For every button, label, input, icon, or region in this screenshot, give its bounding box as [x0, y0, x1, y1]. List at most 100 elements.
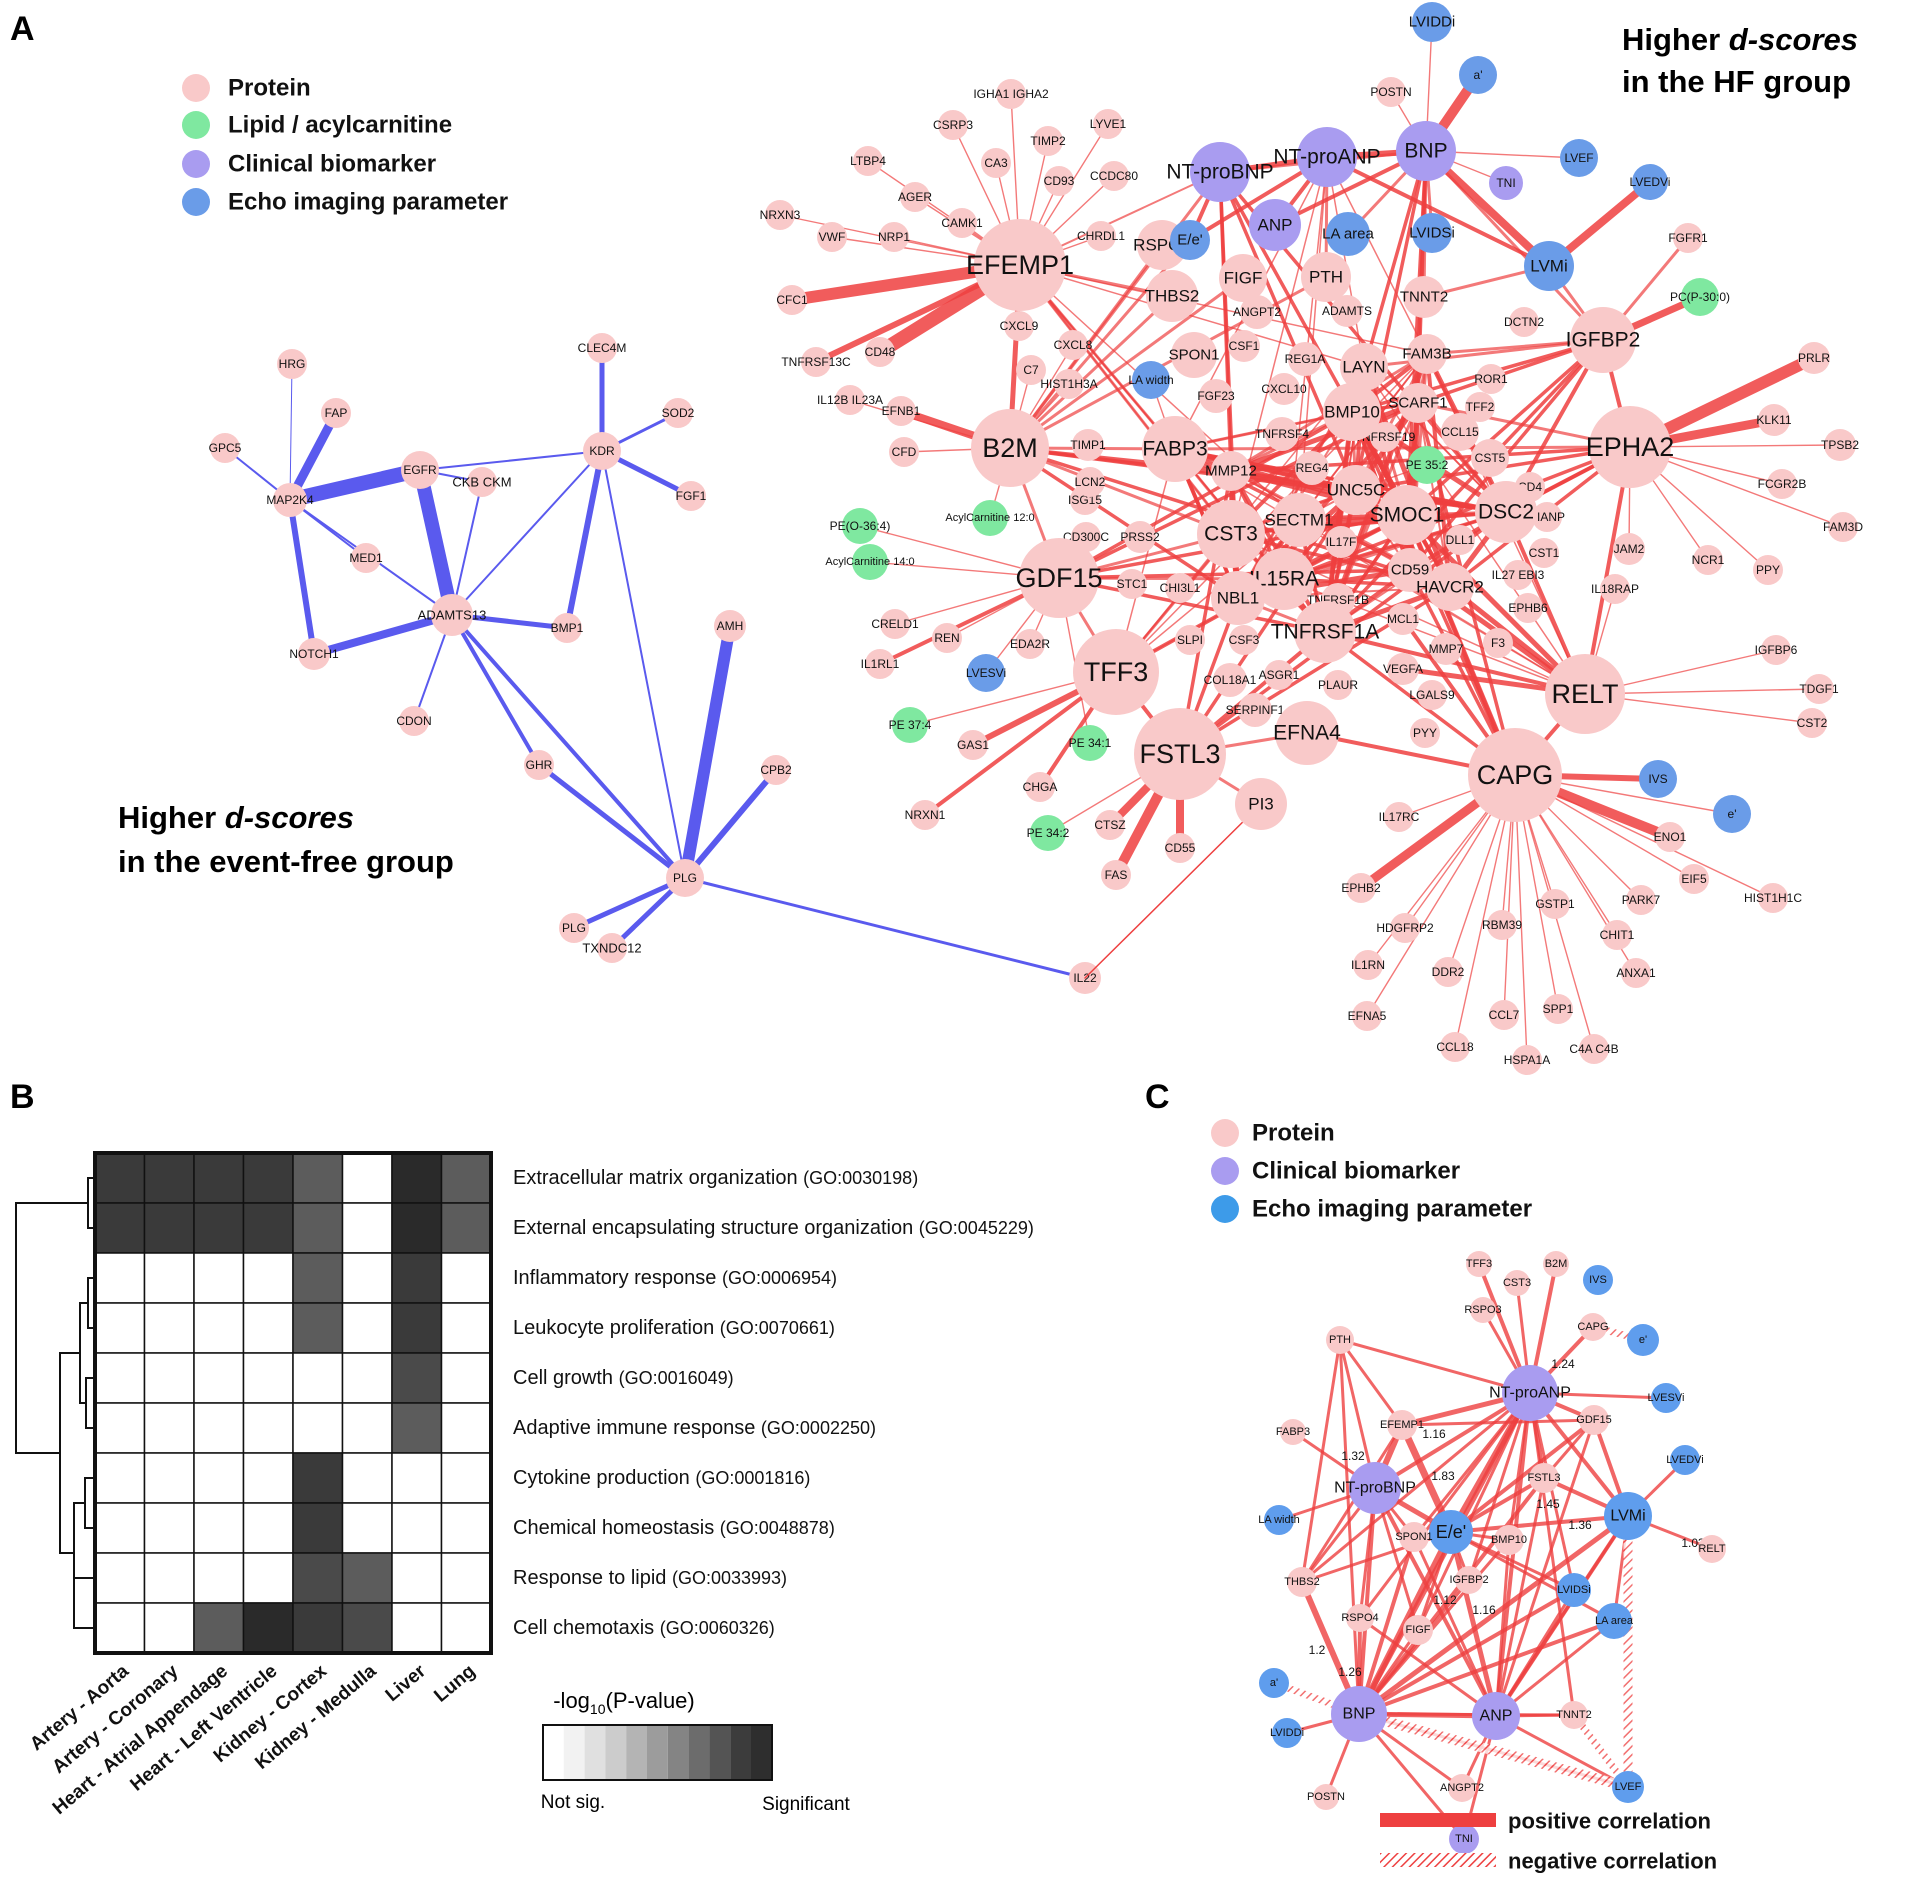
hf-node-cxcl8: CXCL8: [1054, 330, 1093, 360]
hf-node-tff3: TFF3: [1073, 629, 1159, 715]
svg-text:EFEMP1: EFEMP1: [966, 250, 1074, 280]
hf-node-lvef: LVEF: [1560, 139, 1598, 177]
hf-node-pe-34-2: PE 34:2: [1027, 815, 1070, 851]
svg-text:EPHA2: EPHA2: [1586, 432, 1675, 462]
svg-text:SERPINF1: SERPINF1: [1226, 703, 1285, 717]
svg-text:CLEC4M: CLEC4M: [578, 341, 627, 355]
heatmap-cell: [391, 1452, 443, 1504]
hf-node-efemp1: EFEMP1: [966, 219, 1074, 311]
hf-node-mmp7: MMP7: [1429, 633, 1464, 665]
hf-annotation-line1: Higher d-scores: [1622, 22, 1858, 57]
legend-c-echo-label: Echo imaging parameter: [1252, 1196, 1532, 1223]
ef-node-sod2: SOD2: [662, 398, 695, 428]
hf-node-il17rc: IL17RC: [1379, 802, 1420, 832]
hf-node-slpi: SLPI: [1175, 625, 1205, 655]
ef-node-gpc5: GPC5: [209, 433, 242, 463]
hf-node-cxcl10: CXCL10: [1261, 373, 1307, 405]
svg-text:CFD: CFD: [892, 445, 917, 459]
hf-edge: [1008, 275, 1328, 450]
svg-text:MED1: MED1: [349, 551, 383, 565]
heatmap-cell: [143, 1502, 195, 1554]
c-edge-positive: [1528, 1391, 1576, 1592]
hf-node-cd59: CD59: [1388, 548, 1432, 592]
hf-node-ccl15: CCL15: [1441, 413, 1479, 451]
svg-text:EFNA4: EFNA4: [1273, 722, 1341, 745]
hf-node-igha1-igha2: IGHA1 IGHA2: [973, 79, 1049, 109]
svg-text:IL18RAP: IL18RAP: [1591, 582, 1639, 596]
svg-text:CST3: CST3: [1204, 523, 1258, 546]
hf-node-la-area: LA area: [1322, 212, 1375, 256]
tissue-label: Liver: [382, 1660, 431, 1706]
event-free-edge: [683, 876, 1087, 980]
hf-node-efna4: EFNA4: [1273, 701, 1341, 765]
ef-node-ghr: GHR: [524, 750, 554, 780]
svg-text:CAPG: CAPG: [1577, 1321, 1608, 1333]
heatmap-cell: [440, 1402, 492, 1454]
hf-node-lyve1: LYVE1: [1090, 109, 1127, 139]
c-node-rspo3: RSPO3: [1464, 1297, 1502, 1323]
hf-node-lvedvi: LVEDVi: [1630, 164, 1671, 200]
heatmap-cell: [94, 1352, 146, 1404]
hf-edge: [1218, 170, 1233, 473]
hf-node-csf3: CSF3: [1229, 625, 1260, 655]
c-node-la-width: LA width: [1258, 1505, 1300, 1535]
heatmap-cell: [391, 1202, 443, 1254]
heatmap-cell: [391, 1152, 443, 1204]
c-node-lvef: LVEF: [1612, 1771, 1644, 1803]
svg-text:ASGR1: ASGR1: [1259, 668, 1300, 682]
hf-node-lgals9: LGALS9: [1409, 680, 1455, 710]
c-node-postn: POSTN: [1307, 1784, 1345, 1810]
heatmap-cell: [193, 1302, 245, 1354]
svg-text:LVEDVi: LVEDVi: [1630, 175, 1671, 189]
c-node-nt-proanp: NT-proANP: [1489, 1365, 1571, 1421]
svg-text:PTH: PTH: [1309, 268, 1343, 287]
hf-node-nt-probnp: NT-proBNP: [1166, 142, 1274, 202]
ef-node-adamts13: ADAMTS13: [418, 594, 486, 636]
edge-weight-label: 1.24: [1551, 1357, 1575, 1371]
heatmap-cell: [292, 1502, 344, 1554]
heatmap-scale: [542, 1724, 773, 1781]
hf-node-ccdc80: CCDC80: [1090, 161, 1138, 191]
dendrogram-branch: [73, 1577, 95, 1629]
hf-node-cxcl9: CXCL9: [1000, 311, 1039, 341]
c-node-fabp3: FABP3: [1276, 1419, 1310, 1445]
hf-node-sectm1: SECTM1: [1265, 493, 1333, 547]
svg-text:B2M: B2M: [1545, 1258, 1568, 1270]
edge-weight-label: 1.26: [1338, 1665, 1362, 1679]
hf-node-anp: ANP: [1249, 199, 1301, 251]
svg-text:ENO1: ENO1: [1654, 830, 1687, 844]
c-node-cst3: CST3: [1503, 1270, 1531, 1296]
svg-text:NRXN3: NRXN3: [760, 208, 801, 222]
svg-text:PRSS2: PRSS2: [1120, 530, 1160, 544]
svg-text:RBM39: RBM39: [1482, 918, 1522, 932]
hf-node-la-width: LA width: [1128, 361, 1174, 399]
svg-text:NT-proANP: NT-proANP: [1273, 146, 1380, 169]
tissue-label: Lung: [430, 1661, 479, 1707]
hf-node-cfd: CFD: [889, 437, 919, 467]
svg-text:PLAUR: PLAUR: [1318, 678, 1358, 692]
legend-c-clinical-dot: [1211, 1157, 1239, 1185]
panel-c: C Protein Clinical biomarker Echo imagin…: [1145, 1078, 1726, 1874]
svg-text:IL17F: IL17F: [1326, 535, 1357, 549]
ef-node-cpb2: CPB2: [760, 755, 792, 785]
svg-text:CKB CKM: CKB CKM: [452, 475, 511, 490]
ef-node-cdon: CDON: [396, 706, 432, 736]
svg-text:LVEF: LVEF: [1564, 151, 1593, 165]
heatmap-cell: [94, 1202, 146, 1254]
go-term-label: Adaptive immune response (GO:0002250): [513, 1417, 876, 1439]
heatmap-cell: [143, 1252, 195, 1304]
c-node-lvmi: LVMi: [1604, 1492, 1652, 1540]
svg-text:LYVE1: LYVE1: [1090, 117, 1127, 131]
c-node-tni: TNI: [1449, 1824, 1479, 1854]
c-edge-positive: [1494, 1476, 1546, 1718]
heatmap-cell: [440, 1452, 492, 1504]
hf-node-stc1: STC1: [1117, 569, 1148, 599]
positive-correlation-label: positive correlation: [1508, 1809, 1711, 1834]
svg-text:IVS: IVS: [1589, 1274, 1607, 1286]
heatmap-cell: [440, 1202, 492, 1254]
hf-node-chga: CHGA: [1023, 772, 1057, 802]
c-node-pth: PTH: [1326, 1326, 1354, 1354]
svg-text:IGFBP2: IGFBP2: [1449, 1574, 1488, 1586]
